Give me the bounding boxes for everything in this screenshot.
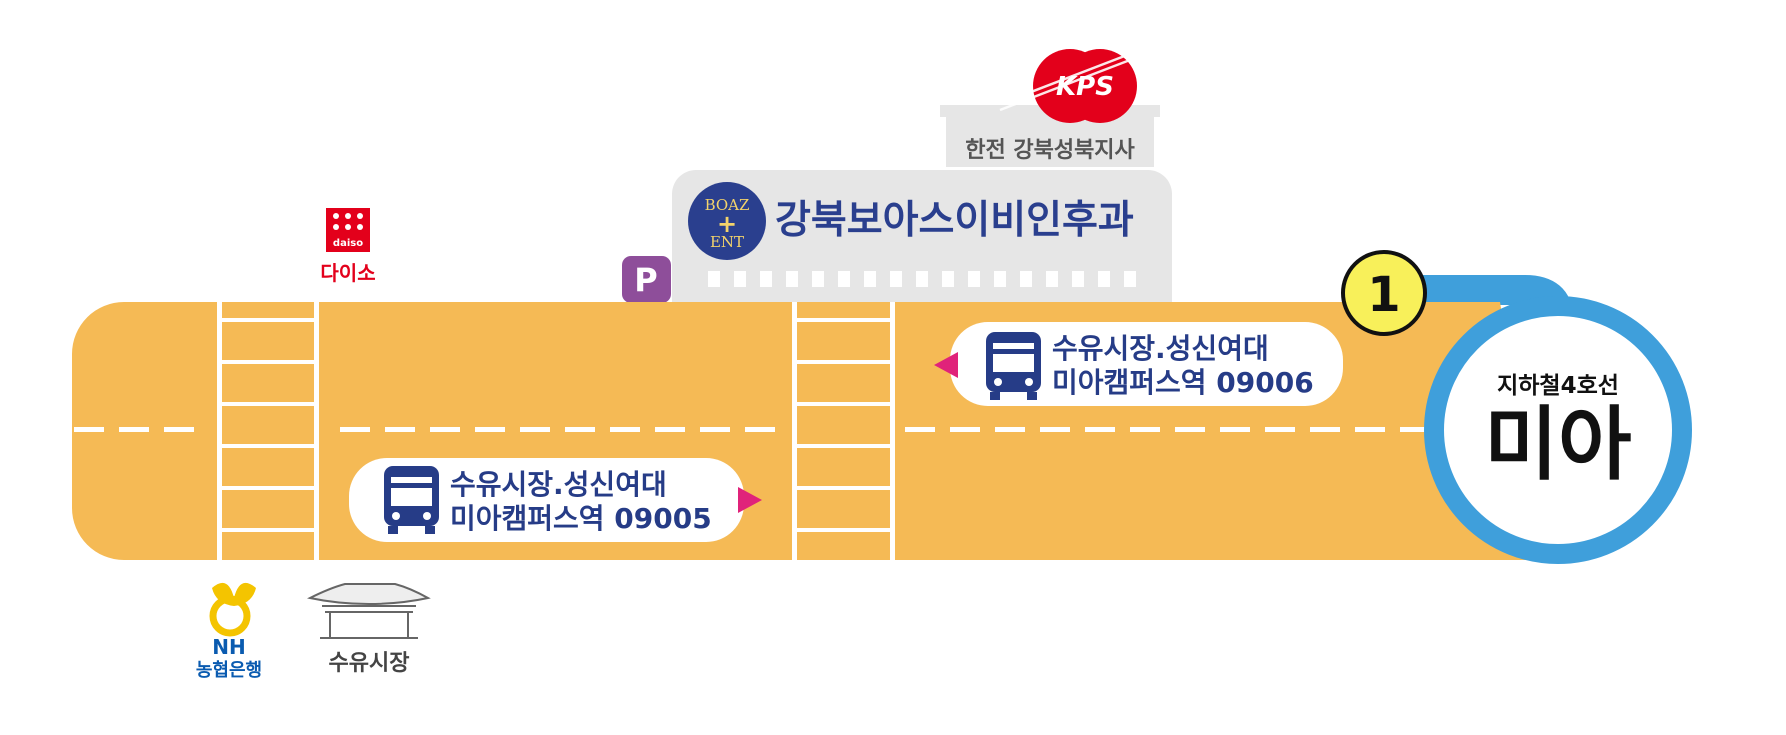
building-window	[916, 271, 928, 287]
lane-dash	[1265, 427, 1295, 432]
crosswalk-stripe	[796, 486, 890, 490]
crosswalk-rail	[217, 302, 222, 560]
direction-arrow-right-icon	[738, 487, 762, 513]
lane-dash	[1085, 427, 1115, 432]
subway-line-label: 지하철4호선	[1497, 373, 1619, 399]
station-name: 미아	[1484, 398, 1631, 491]
building-window	[890, 271, 902, 287]
crosswalk-stripe	[221, 318, 314, 322]
crosswalk-stripe	[221, 486, 314, 490]
building-window	[968, 271, 980, 287]
bus-icon	[986, 332, 1041, 400]
svg-text:daiso: daiso	[333, 238, 363, 249]
building-window	[1072, 271, 1084, 287]
parking-icon: P	[622, 256, 671, 303]
building-window	[1098, 271, 1110, 287]
lane-dash	[950, 427, 980, 432]
lane-dash	[610, 427, 640, 432]
crosswalk-rail	[890, 302, 895, 560]
crosswalk-stripe	[796, 318, 890, 322]
bus-stop-09006: 수유시장.성신여대 미아캠퍼스역 09006	[934, 322, 1343, 406]
lane-dash	[1175, 427, 1205, 432]
building-window	[1046, 271, 1058, 287]
svg-text:ENT: ENT	[710, 233, 744, 251]
market-label: 수유시장	[329, 651, 410, 676]
building-window	[812, 271, 824, 287]
svg-text:+: +	[717, 210, 737, 238]
nh-bank-label: 농협은행	[196, 659, 262, 681]
center-line	[74, 427, 1430, 432]
building-window	[942, 271, 954, 287]
svg-text:P: P	[634, 261, 657, 299]
building-windows	[708, 271, 1136, 287]
boaz-ent-logo: BOAZ + ENT	[688, 182, 766, 260]
building-window	[708, 271, 720, 287]
gate-pavilion-icon	[307, 583, 431, 639]
crosswalk-right	[792, 302, 895, 560]
lane-dash	[74, 427, 104, 432]
building-window	[760, 271, 772, 287]
lane-dash	[565, 427, 595, 432]
lane-dash	[1040, 427, 1070, 432]
station-mia: 지하철4호선 미아	[1424, 296, 1692, 564]
building-window	[994, 271, 1006, 287]
crosswalk-left	[217, 302, 319, 560]
crosswalk-stripe	[221, 402, 314, 406]
lane-dash	[340, 427, 370, 432]
crosswalk-rail	[792, 302, 797, 560]
bus-stop-line1: 수유시장.성신여대	[1052, 332, 1269, 365]
lane-dash	[430, 427, 460, 432]
kps-logo: KPS	[999, 49, 1137, 123]
building-window	[1020, 271, 1032, 287]
exit-number: 1	[1367, 267, 1400, 323]
building-window	[734, 271, 746, 287]
nh-bank-logo: NH	[209, 582, 256, 659]
crosswalk-stripe	[221, 528, 314, 532]
kps-building-label: 한전 강북성북지사	[965, 138, 1135, 163]
building-window	[1124, 271, 1136, 287]
crosswalk-rail	[314, 302, 319, 560]
lane-dash	[655, 427, 685, 432]
crosswalk-stripe	[796, 402, 890, 406]
daiso-logo: daiso	[326, 208, 370, 252]
lane-dash	[385, 427, 415, 432]
clinic-name: 강북보아스이비인후과	[775, 198, 1134, 243]
lane-dash	[119, 427, 149, 432]
daiso-label: 다이소	[320, 261, 375, 285]
building-window	[786, 271, 798, 287]
building-window	[864, 271, 876, 287]
lane-dash	[1220, 427, 1250, 432]
lane-dash	[1130, 427, 1160, 432]
bus-stop-line1: 수유시장.성신여대	[450, 468, 667, 501]
crosswalk-stripe	[796, 444, 890, 448]
bus-icon	[384, 466, 439, 534]
bus-stop-line2: 미아캠퍼스역 09005	[450, 502, 712, 535]
crosswalk-stripe	[796, 360, 890, 364]
crosswalk-stripe	[221, 444, 314, 448]
lane-dash	[905, 427, 935, 432]
bus-stop-line2: 미아캠퍼스역 09006	[1052, 366, 1314, 399]
kps-building: 한전 강북성북지사	[940, 105, 1160, 167]
crosswalk-stripe	[221, 360, 314, 364]
building-window	[838, 271, 850, 287]
lane-dash	[1400, 427, 1430, 432]
lane-dash	[164, 427, 194, 432]
kps-logo-text: KPS	[1056, 72, 1114, 102]
lane-dash	[700, 427, 730, 432]
crosswalk-stripe	[796, 528, 890, 532]
lane-dash	[1310, 427, 1340, 432]
lane-dash	[995, 427, 1025, 432]
lane-dash	[1355, 427, 1385, 432]
lane-dash	[520, 427, 550, 432]
lane-dash	[475, 427, 505, 432]
svg-text:NH: NH	[212, 635, 245, 659]
exit-1-badge: 1	[1341, 250, 1427, 336]
bus-stop-09005: 수유시장.성신여대 미아캠퍼스역 09005	[349, 458, 762, 542]
clinic-building	[672, 170, 1172, 302]
lane-dash	[745, 427, 775, 432]
direction-arrow-left-icon	[934, 352, 958, 378]
svg-text:BOAZ: BOAZ	[705, 196, 750, 214]
